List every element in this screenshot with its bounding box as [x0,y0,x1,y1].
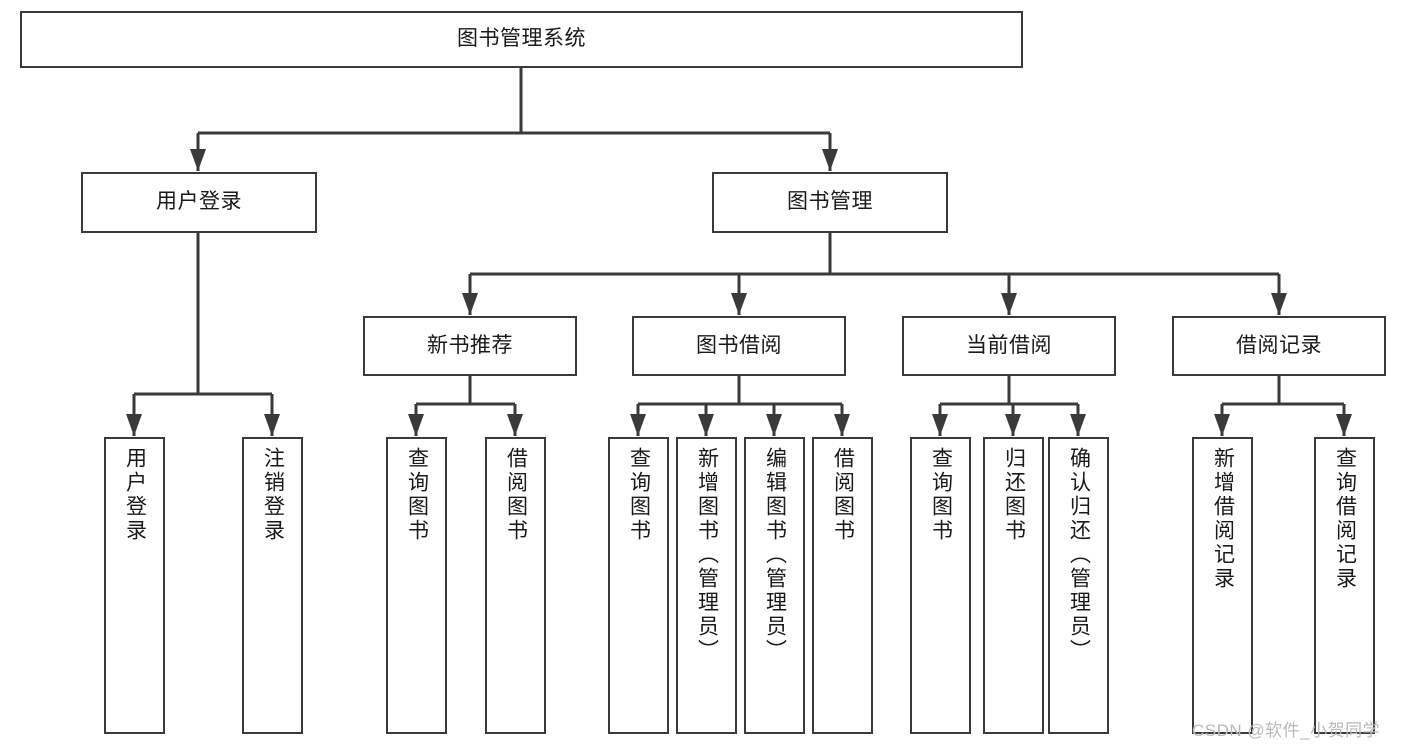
node-leaf-query-record[interactable]: 查询借阅记录 [1314,437,1375,734]
node-leaf-add-book[interactable]: 新增图书（管理员） [676,437,737,734]
arrowhead-icon [1001,293,1017,315]
arrowhead-icon [408,414,424,436]
arrowhead-icon [1070,414,1086,436]
node-label: 新书推荐 [427,333,513,357]
node-label: 图书管理系统 [457,27,586,51]
arrowhead-icon [190,149,206,171]
node-leaf-edit-book[interactable]: 编辑图书（管理员） [744,437,805,734]
arrowhead-icon [698,414,714,436]
arrowhead-icon [264,414,280,436]
node-label: 注销登录 [261,447,285,543]
node-label: 编辑图书（管理员） [763,447,787,663]
node-label: 归还图书 [1002,447,1026,543]
node-leaf-borrow-book-1[interactable]: 借阅图书 [485,437,546,734]
watermark-text: CSDN @软件_小贺同学 [1192,721,1381,740]
node-book-borrow[interactable]: 图书借阅 [632,316,846,376]
node-label: 用户登录 [123,447,147,543]
node-leaf-query-book-1[interactable]: 查询图书 [386,437,447,734]
arrowhead-icon [126,414,142,436]
arrowhead-icon [1336,414,1352,436]
node-label: 图书借阅 [696,333,782,357]
arrowhead-icon [1214,414,1230,436]
node-leaf-query-book-2[interactable]: 查询图书 [608,437,669,734]
node-book-manage[interactable]: 图书管理 [712,172,948,233]
node-leaf-logout[interactable]: 注销登录 [242,437,303,734]
node-label: 确认归还（管理员） [1067,447,1091,663]
node-label: 查询图书 [405,447,429,543]
node-label: 借阅记录 [1236,333,1322,357]
arrowhead-icon [731,293,747,315]
arrowhead-icon [834,414,850,436]
node-leaf-borrow-book-2[interactable]: 借阅图书 [812,437,873,734]
node-label: 查询图书 [929,447,953,543]
arrowhead-icon [766,414,782,436]
node-new-book-recommend[interactable]: 新书推荐 [363,316,577,376]
node-leaf-confirm-return[interactable]: 确认归还（管理员） [1048,437,1109,734]
node-label: 查询借阅记录 [1333,447,1357,591]
node-leaf-add-record[interactable]: 新增借阅记录 [1192,437,1253,734]
node-label: 查询图书 [627,447,651,543]
connector-lines [126,68,1352,436]
node-label: 借阅图书 [831,447,855,543]
node-current-borrow[interactable]: 当前借阅 [902,316,1116,376]
arrowhead-icon [462,293,478,315]
arrowhead-icon [1271,293,1287,315]
arrowhead-icon [507,414,523,436]
node-label: 借阅图书 [504,447,528,543]
arrowhead-icon [1005,414,1021,436]
arrowhead-icon [932,414,948,436]
node-label: 用户登录 [156,190,242,214]
arrowhead-icon [630,414,646,436]
node-leaf-query-book-3[interactable]: 查询图书 [910,437,971,734]
node-label: 图书管理 [787,190,873,214]
node-label: 新增图书（管理员） [695,447,719,663]
arrowhead-icon [822,149,838,171]
node-label: 当前借阅 [966,333,1052,357]
node-root[interactable]: 图书管理系统 [20,11,1023,68]
node-leaf-user-login[interactable]: 用户登录 [104,437,165,734]
node-leaf-return-book[interactable]: 归还图书 [983,437,1044,734]
node-label: 新增借阅记录 [1211,447,1235,591]
node-user-login[interactable]: 用户登录 [81,172,317,233]
node-borrow-record[interactable]: 借阅记录 [1172,316,1386,376]
